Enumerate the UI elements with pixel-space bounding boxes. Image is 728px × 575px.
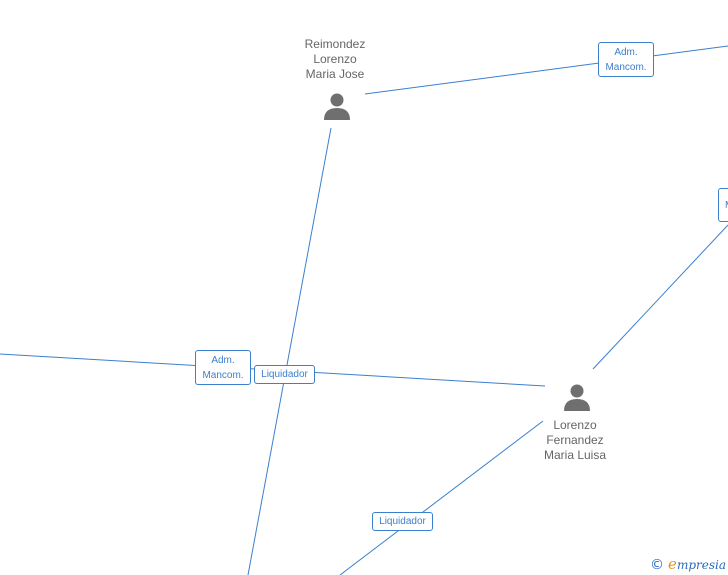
edge-lorenzo-down-left [339, 420, 544, 575]
relation-label-adm-mancom[interactable]: Adm. Mancom. [195, 350, 251, 385]
relation-label-liquidador[interactable]: Liquidador [254, 365, 315, 384]
relation-label-liquidador[interactable]: Liquidador [372, 512, 433, 531]
person-name-reimondez[interactable]: Reimondez Lorenzo Maria Jose [304, 37, 366, 81]
copyright-icon: © [650, 557, 665, 573]
brand-initial: e [668, 555, 677, 573]
relation-label-partial[interactable]: M [718, 188, 728, 222]
edge-reimondez-down [247, 127, 332, 575]
person-icon[interactable] [562, 382, 592, 412]
person-icon[interactable] [322, 91, 352, 121]
person-name-lorenzo[interactable]: Lorenzo Fernandez Maria Luisa [543, 418, 607, 462]
brand-name: mpresia [676, 558, 726, 572]
relation-label-adm-mancom[interactable]: Adm. Mancom. [598, 42, 654, 77]
edge-lorenzo-up-right [592, 224, 728, 370]
edge-reimondez-top-right [364, 45, 728, 95]
brand-logo: ©empresia [650, 555, 726, 573]
